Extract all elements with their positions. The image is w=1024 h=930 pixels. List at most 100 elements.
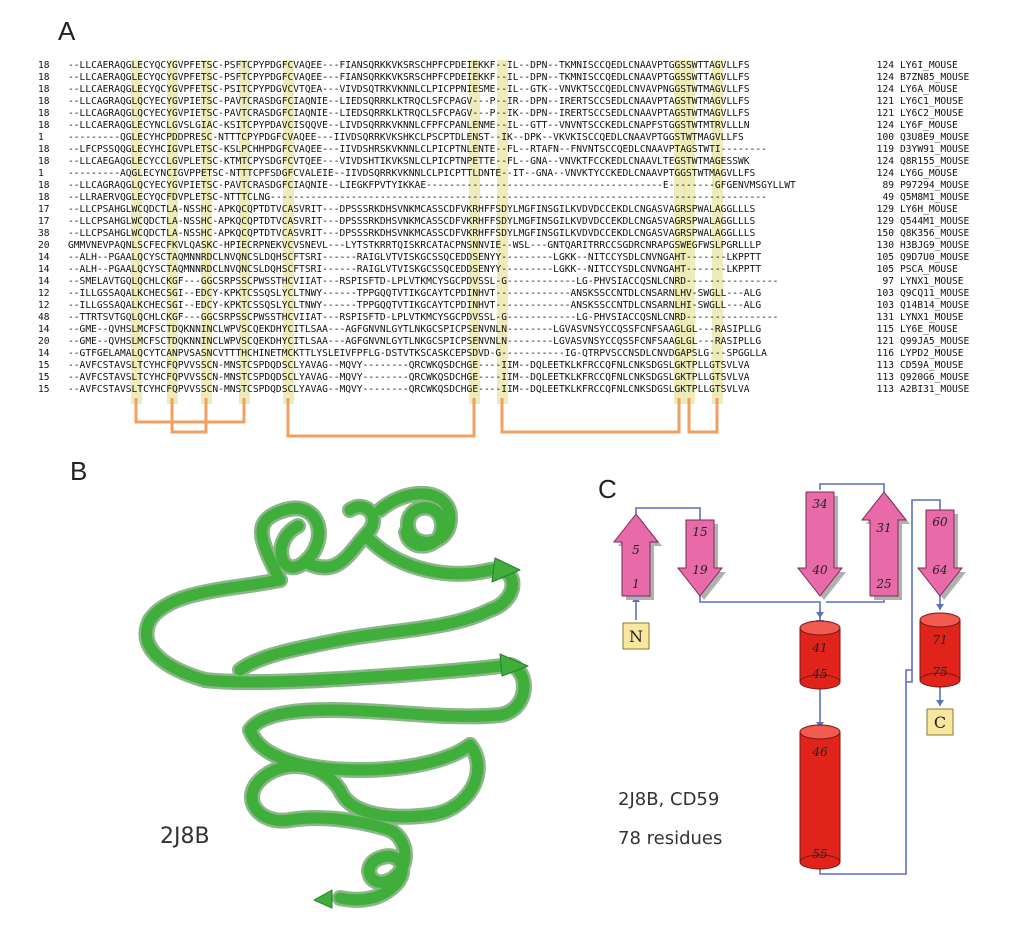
alignment-end-number: 103	[876, 300, 894, 311]
ribbon-segment	[244, 659, 530, 736]
strand-body	[860, 491, 908, 597]
alignment-protein-name: Q920G6_MOUSE	[900, 372, 970, 383]
helix-bottom-residue: 75	[932, 665, 947, 679]
sheet-arrowhead	[499, 653, 529, 677]
alignment-start-number: 18	[38, 156, 50, 167]
helix-body	[799, 627, 841, 683]
helix-body	[799, 731, 841, 863]
alignment-protein-name: P97294_MOUSE	[900, 180, 970, 191]
alignment-end-number: 121	[876, 96, 894, 107]
helix-bottom-cap	[799, 674, 841, 690]
ribbon-segment	[364, 534, 518, 616]
alignment-sequence: GMMVNEVPAQNLSCFECFKVLQASKC-HPIECRPNEKVCV…	[68, 240, 762, 251]
alignment-sequence: --LLCPSAHGLWCQDCTLA-NSSHC-APKQCQPTDTVCAS…	[68, 228, 756, 239]
ribbon-segment	[334, 879, 401, 906]
helix-top-residue: 46	[811, 745, 828, 759]
helix-top-cap	[919, 612, 961, 628]
alignment-sequence: --LLCAEGAQGLECYCCLGVPLETSC-KTMTCPYSDGFCV…	[68, 156, 750, 167]
connector-arrowhead	[936, 700, 944, 706]
strand-bottom-residue: 40	[811, 563, 828, 577]
alignment-sequence: ---------AQGLECYNCIGVPPETSC-NTTTCPFSDGFC…	[68, 168, 756, 179]
terminus-label: C	[934, 713, 946, 732]
ribbon-segment	[140, 574, 286, 686]
strand-body	[916, 509, 964, 597]
topology-connector	[635, 507, 701, 520]
alpha-helix: 46 55	[799, 724, 841, 870]
alignment-start-number: 15	[38, 372, 50, 383]
ribbon-segment	[244, 724, 476, 776]
strand-body	[676, 519, 724, 597]
alignment-end-number: 105	[876, 264, 894, 275]
n-terminus: N	[622, 622, 650, 650]
topology-connector	[819, 669, 912, 875]
alignment-start-number: 20	[38, 240, 50, 251]
alignment-protein-name: LY6I_MOUSE	[900, 60, 958, 71]
alignment-start-number: 14	[38, 252, 50, 263]
beta-strand: 51	[612, 513, 662, 600]
helix-top-residue: 41	[811, 641, 827, 655]
terminus-box	[622, 622, 650, 650]
alignment-sequence: --ALH--PGAALQCYSCTAQMNNRDCLNVQNCSLDQHSCF…	[68, 264, 762, 275]
ribbon-segment	[299, 501, 379, 573]
ribbon-segment	[374, 488, 456, 552]
alignment-protein-name: D3YW91_MOUSE	[900, 144, 970, 155]
alignment-start-number: 18	[38, 144, 50, 155]
terminus-label: N	[629, 627, 643, 646]
disulfide-bridge	[500, 398, 681, 434]
alignment-start-number: 14	[38, 348, 50, 359]
alignment-protein-name: LY6C2_MOUSE	[900, 108, 964, 119]
helix-top-cap	[799, 620, 841, 636]
disulfide-bridge	[687, 398, 719, 434]
alignment-end-number: 129	[876, 216, 894, 227]
strand-bottom-residue: 64	[932, 563, 947, 577]
alignment-protein-name: Q3U8E9_MOUSE	[900, 132, 970, 143]
helix-bottom-residue: 55	[812, 847, 827, 861]
alignment-sequence: --ALH--PGAALQCYSCTAQMNNRDCLNVQNCSLDQHSCF…	[68, 252, 762, 263]
alignment-start-number: 48	[38, 312, 50, 323]
alignment-protein-name: Q9CQ11_MOUSE	[900, 288, 970, 299]
alignment-protein-name: A2BI31_MOUSE	[900, 384, 970, 395]
alignment-protein-name: LY6H_MOUSE	[900, 204, 958, 215]
ribbon-segment	[234, 604, 496, 676]
alignment-start-number: 15	[38, 384, 50, 395]
alignment-sequence: --LLCPSAHGLWCQDCTLA-NSSHC-APKQCQPTDTVCAS…	[68, 204, 756, 215]
alignment-sequence: --AVFCSTAVSLTCYHCFQPVVSSCN-MNSTCSPDQDSCL…	[68, 372, 750, 383]
alignment-end-number: 124	[876, 84, 894, 95]
topology-caption-line1: 2J8B, CD59	[618, 789, 720, 810]
alignment-sequence: --AVFCSTAVSLTCYHCFQPVVSSCN-MNSTCSPDQDSCL…	[68, 384, 750, 395]
alignment-protein-name: Q14B14_MOUSE	[900, 300, 970, 311]
strand-bottom-residue: 1	[632, 577, 640, 591]
alignment-end-number: 124	[876, 72, 894, 83]
alignment-end-number: 124	[876, 60, 894, 71]
disulfide-bridge	[134, 398, 246, 424]
topology-connector	[906, 499, 941, 683]
strand-top-residue: 31	[876, 521, 891, 535]
helix-bottom-cap	[799, 854, 841, 870]
alignment-start-number: 14	[38, 276, 50, 287]
alignment-start-number: 18	[38, 60, 50, 71]
alignment-start-number: 17	[38, 216, 50, 227]
alignment-start-number: 18	[38, 84, 50, 95]
alignment-end-number: 119	[876, 144, 894, 155]
alignment-sequence: --GME--QVHSLMCFSCTDQKNNINCLWPVSCQEKDHYCI…	[68, 336, 762, 347]
alignment-start-number: 1	[38, 168, 44, 179]
ribbon-segment	[284, 812, 411, 891]
alignment-end-number: 103	[876, 288, 894, 299]
conserved-cysteine-column	[283, 60, 294, 404]
conserved-cysteine-column	[131, 60, 142, 404]
ribbon-segment	[256, 502, 325, 586]
alignment-protein-name: Q5M8M1_MOUSE	[900, 192, 970, 203]
ribbon-segment	[199, 659, 516, 688]
alignment-start-number: 15	[38, 360, 50, 371]
alignment-end-number: 115	[876, 324, 894, 335]
protein-ribbon-structure	[138, 485, 532, 909]
strand-bottom-residue: 25	[875, 577, 891, 591]
helix-bottom-cap	[919, 672, 961, 688]
alignment-sequence: --LLCAERAQGLECYQCYGVPFETSC-PSFTCPYPDGFCV…	[68, 72, 750, 83]
alignment-end-number: 105	[876, 252, 894, 263]
alignment-end-number: 97	[882, 276, 894, 287]
alignment-protein-name: Q8K356_MOUSE	[900, 228, 970, 239]
alignment-sequence: --LLCAGRAQGLQCYECYGVPIETSC-PAVTCRASDGFCI…	[68, 108, 750, 119]
